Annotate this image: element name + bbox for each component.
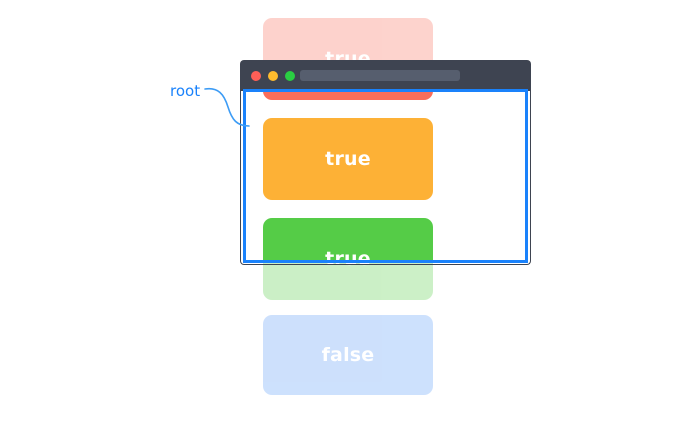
root-connector-line <box>204 87 250 127</box>
intersection-box-false-faded: false <box>263 315 433 395</box>
root-label: root <box>170 82 201 100</box>
box-label: false <box>321 344 375 366</box>
intersection-box-true-1: true <box>263 91 433 100</box>
box-label: true <box>325 48 371 70</box>
box-label: true <box>325 248 371 261</box>
intersection-box-true-2: true <box>263 118 433 200</box>
box-label: true <box>325 148 371 170</box>
intersection-box-true-1-faded: true <box>263 18 433 100</box>
page-content-inside-viewport: true true true false <box>245 91 526 261</box>
intersection-box-true-3: true <box>263 218 433 261</box>
